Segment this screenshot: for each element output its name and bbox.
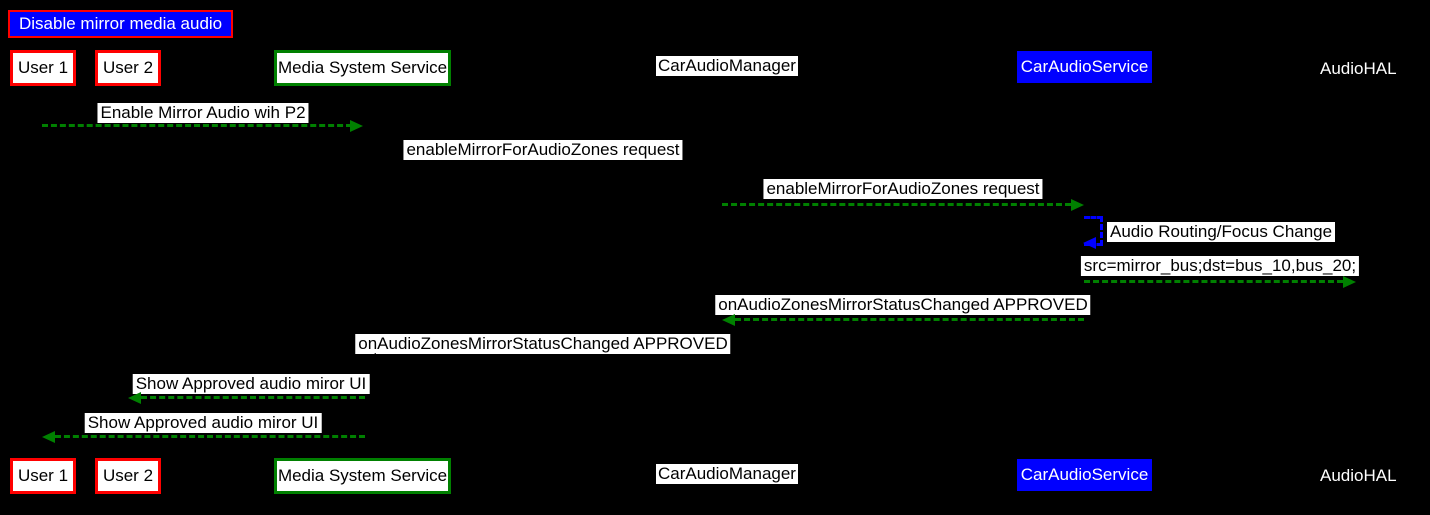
lifeline-media-system-service: [362, 86, 363, 458]
message-arrow-1: [42, 124, 352, 127]
participant-bottom-car-audio-service: CarAudioService: [1017, 459, 1152, 491]
message-arrow-8: [141, 396, 365, 399]
message-label-9: Show Approved audio miror UI: [84, 413, 322, 433]
participant-top-user2: User 2: [95, 50, 161, 86]
arrowhead-left-8: [128, 392, 141, 404]
participant-top-car-audio-manager: CarAudioManager: [656, 56, 798, 76]
arrowhead-left-6: [722, 314, 735, 326]
participant-bottom-user1: User 1: [10, 458, 76, 494]
participant-bottom-user2: User 2: [95, 458, 161, 494]
message-arrow-7: [376, 357, 722, 360]
message-label-7: onAudioZonesMirrorStatusChanged APPROVED: [355, 334, 731, 354]
arrowhead-right-3: [1071, 199, 1084, 211]
participant-bottom-audio-hal: AudioHAL: [1320, 466, 1397, 485]
arrowhead-right-5: [1343, 276, 1356, 288]
arrowhead-left-9: [42, 431, 55, 443]
arrowhead-right-1: [350, 120, 363, 132]
message-label-4: Audio Routing/Focus Change: [1107, 222, 1336, 242]
message-label-2: enableMirrorForAudioZones request: [403, 140, 683, 160]
participant-bottom-media-system-service: Media System Service: [274, 458, 451, 494]
lifeline-car-audio-manager: [722, 76, 723, 464]
diagram-title: Disable mirror media audio: [8, 10, 234, 38]
lifeline-user2: [128, 86, 129, 458]
arrowhead-right-2: [709, 160, 722, 172]
participant-top-audio-hal: AudioHAL: [1320, 59, 1397, 78]
message-label-5: src=mirror_bus;dst=bus_10,bus_20;: [1080, 256, 1360, 276]
participant-top-car-audio-service: CarAudioService: [1017, 51, 1152, 83]
message-arrow-3: [722, 203, 1071, 206]
message-label-3: enableMirrorForAudioZones request: [763, 179, 1043, 199]
participant-top-user1: User 1: [10, 50, 76, 86]
message-label-8: Show Approved audio miror UI: [132, 374, 370, 394]
arrowhead-self-loop: [1083, 237, 1096, 249]
message-arrow-9: [55, 435, 365, 438]
message-arrow-6: [735, 318, 1084, 321]
participant-top-media-system-service: Media System Service: [274, 50, 451, 86]
arrowhead-left-7: [363, 353, 376, 365]
message-label-1: Enable Mirror Audio wih P2: [97, 103, 309, 123]
message-arrow-2: [363, 164, 709, 167]
message-label-6: onAudioZonesMirrorStatusChanged APPROVED: [715, 295, 1091, 315]
lifeline-user1: [42, 86, 43, 458]
message-arrow-5: [1084, 280, 1343, 283]
participant-bottom-car-audio-manager: CarAudioManager: [656, 464, 798, 484]
